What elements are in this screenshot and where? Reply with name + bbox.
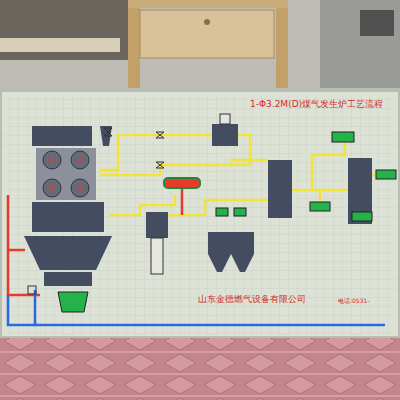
- desk-top: [128, 0, 288, 8]
- equipment: [146, 114, 396, 274]
- precipitator-hopper: [231, 254, 254, 272]
- pipes: [8, 135, 392, 325]
- desk-shadow: [0, 0, 135, 60]
- gas-pipe: [100, 160, 250, 175]
- water-seal: [310, 202, 330, 211]
- air-pipe: [8, 249, 25, 252]
- feeder-roll: [43, 179, 61, 197]
- water-seal: [58, 292, 88, 312]
- keyboard: [0, 38, 120, 52]
- washer: [268, 160, 292, 218]
- company-name: 山东金德燃气设备有限公司: [198, 295, 306, 305]
- gas-pipe: [312, 189, 348, 192]
- gasifier-body: [32, 202, 104, 232]
- cyclone-leg: [151, 238, 163, 274]
- floor: [0, 338, 400, 400]
- cabinet: [320, 0, 400, 90]
- cooler: [348, 158, 372, 224]
- water-seal: [216, 208, 228, 216]
- water-seal: [234, 208, 246, 216]
- water-pipe: [8, 295, 35, 325]
- top-vessel: [212, 124, 238, 146]
- desk-leg: [276, 8, 288, 90]
- valve: [28, 286, 36, 294]
- valve: [156, 132, 164, 138]
- gas-pipe: [230, 159, 268, 162]
- phone-number: 电话:0531-: [338, 298, 369, 305]
- water-pipe: [35, 290, 385, 325]
- board-title: 1-Φ3.2M(D)煤气发生炉工艺流程: [250, 100, 383, 110]
- cyclone: [146, 212, 168, 238]
- water-seal: [352, 212, 372, 221]
- gas-pipe: [292, 140, 345, 190]
- board: [0, 90, 400, 338]
- cabinet-panel: [360, 10, 394, 36]
- precipitator: [208, 232, 254, 254]
- coal-bunker: [32, 126, 92, 146]
- water-seal: [376, 170, 396, 179]
- coal-chute: [100, 126, 112, 146]
- gasifier: [24, 126, 164, 312]
- desk-leg: [128, 8, 140, 90]
- gasifier-hopper: [24, 236, 112, 270]
- valve: [156, 162, 164, 168]
- feeder-roll: [71, 179, 89, 197]
- board-frame: [0, 90, 400, 338]
- drawer-knob: [204, 19, 210, 25]
- header-drum: [164, 178, 200, 188]
- board-grid: [4, 94, 396, 334]
- feeder-frame: [36, 148, 96, 200]
- water-seal: [332, 132, 354, 142]
- valve: [104, 128, 112, 136]
- top-vessel-cap: [220, 114, 230, 124]
- feeder-roll: [43, 151, 61, 169]
- ash-pan: [44, 272, 92, 286]
- air-pipe: [181, 188, 184, 215]
- precipitator-hopper: [208, 254, 231, 272]
- feeder-roll: [71, 151, 89, 169]
- wall: [0, 0, 400, 95]
- desk-drawer: [140, 10, 274, 58]
